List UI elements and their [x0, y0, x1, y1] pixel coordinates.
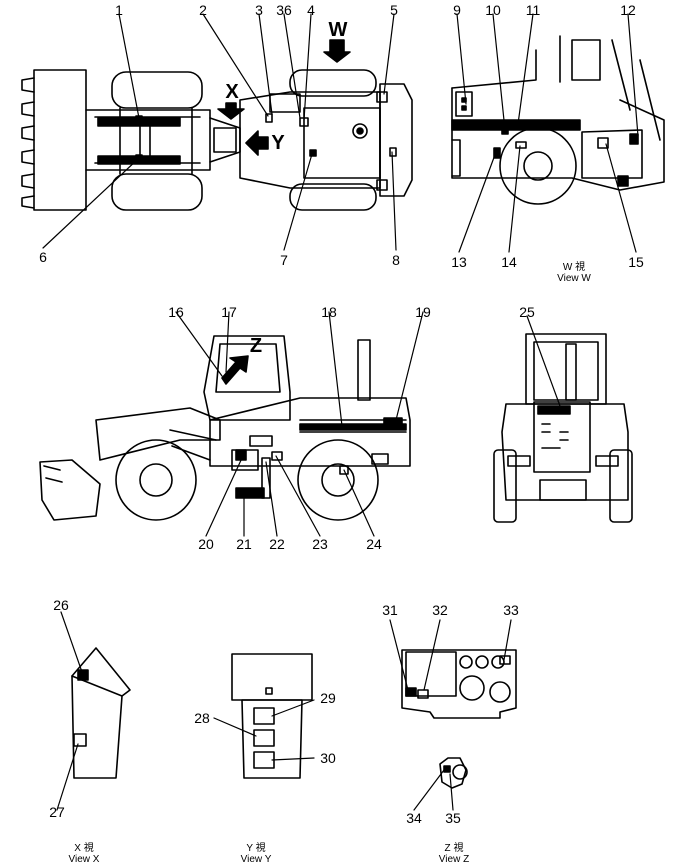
- view-y-drawing: [231, 653, 313, 779]
- callout-28: 28: [194, 710, 210, 726]
- callout-14: 14: [501, 254, 517, 270]
- side-view-drawing: [39, 335, 411, 521]
- callout-17: 17: [221, 304, 237, 320]
- callout-36: 36: [276, 2, 292, 18]
- direction-label-x: X: [225, 81, 239, 103]
- callout-18: 18: [321, 304, 337, 320]
- callout-13: 13: [451, 254, 467, 270]
- view-caption-w-native: W 視: [562, 262, 586, 273]
- side-view-leaders: [175, 311, 424, 537]
- view-caption-z-native: Z 視: [444, 843, 464, 854]
- callout-29: 29: [320, 690, 336, 706]
- callout-5: 5: [390, 2, 398, 18]
- callout-12: 12: [620, 2, 636, 18]
- callout-6: 6: [39, 249, 47, 265]
- callout-7: 7: [280, 252, 288, 268]
- view-caption-y: Y 視 View Y: [241, 843, 272, 865]
- view-caption-w: W 視 View W: [557, 262, 591, 284]
- view-z-drawing: [401, 649, 517, 789]
- view-y-leaders: [213, 699, 315, 761]
- view-caption-w-english: View W: [557, 273, 591, 284]
- callout-1: 1: [115, 2, 123, 18]
- view-caption-x: X 視 View X: [69, 843, 100, 865]
- callout-9: 9: [453, 2, 461, 18]
- view-caption-z-english: View Z: [438, 854, 470, 865]
- rear-view-leaders: [526, 315, 561, 407]
- view-caption-y-native: Y 視: [246, 843, 266, 854]
- view-w-leaders: [456, 13, 639, 253]
- callout-25: 25: [519, 304, 535, 320]
- callout-35: 35: [445, 810, 461, 826]
- callout-33: 33: [503, 602, 519, 618]
- callout-26: 26: [53, 597, 69, 613]
- callout-4: 4: [307, 2, 315, 18]
- callout-23: 23: [312, 536, 328, 552]
- direction-label-y: Y: [271, 132, 285, 154]
- top-view-leaders: [42, 13, 397, 251]
- view-x-drawing: [71, 647, 131, 779]
- view-w-drawing: [451, 35, 665, 205]
- view-caption-x-native: X 視: [74, 843, 94, 854]
- direction-label-z: Z: [249, 335, 263, 357]
- callout-21: 21: [236, 536, 252, 552]
- view-x-leaders: [56, 611, 83, 811]
- view-caption-z: Z 視 View Z: [439, 843, 469, 865]
- callout-19: 19: [415, 304, 431, 320]
- top-view-drawing: [21, 39, 413, 211]
- callout-10: 10: [485, 2, 501, 18]
- callout-3: 3: [255, 2, 263, 18]
- direction-label-w: W: [328, 19, 348, 41]
- callout-8: 8: [392, 252, 400, 268]
- callout-31: 31: [382, 602, 398, 618]
- view-caption-y-english: View Y: [240, 854, 272, 865]
- callout-27: 27: [49, 804, 65, 820]
- callout-11: 11: [525, 2, 541, 18]
- callout-32: 32: [432, 602, 448, 618]
- callout-30: 30: [320, 750, 336, 766]
- callout-2: 2: [199, 2, 207, 18]
- view-z-leaders: [389, 619, 512, 811]
- callout-24: 24: [366, 536, 382, 552]
- view-caption-x-english: View X: [68, 854, 100, 865]
- callout-20: 20: [198, 536, 214, 552]
- callout-22: 22: [269, 536, 285, 552]
- callout-16: 16: [168, 304, 184, 320]
- callout-15: 15: [628, 254, 644, 270]
- callout-34: 34: [406, 810, 422, 826]
- rear-view-drawing: [493, 333, 633, 523]
